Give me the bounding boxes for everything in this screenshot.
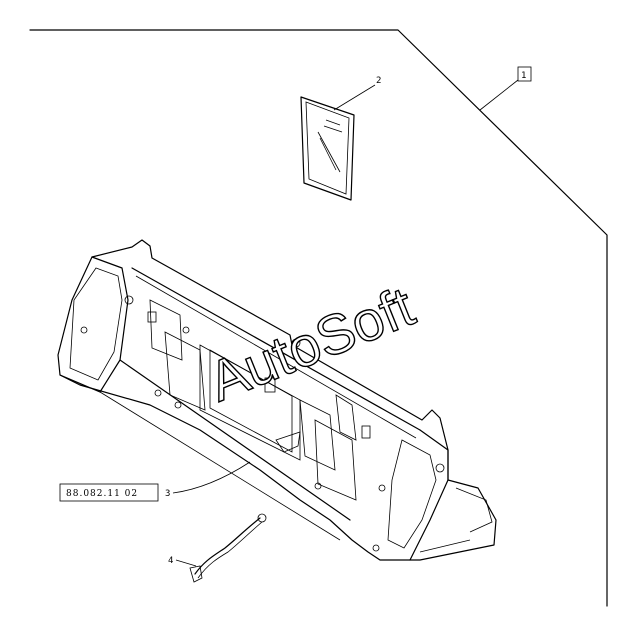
loader-bucket [57, 239, 497, 561]
reference-code: 88.082.11 02 [66, 489, 138, 499]
manual-booklet [300, 96, 355, 201]
callout-label-2: 2 [376, 76, 381, 86]
leader-line-2 [333, 84, 376, 111]
callout-label-3: 3 [165, 489, 170, 499]
kit-boundary-line [29, 29, 608, 607]
callout-box-1 [517, 66, 532, 82]
leader-line-4 [175, 559, 197, 567]
hydraulic-hose [189, 513, 267, 583]
leader-line-1 [479, 79, 519, 111]
callout-label-1: 1 [521, 71, 526, 81]
watermark: AutoSoft [200, 274, 423, 413]
reference-code-box [59, 483, 159, 502]
callout-label-4: 4 [168, 556, 173, 566]
leader-line-3 [172, 461, 251, 494]
